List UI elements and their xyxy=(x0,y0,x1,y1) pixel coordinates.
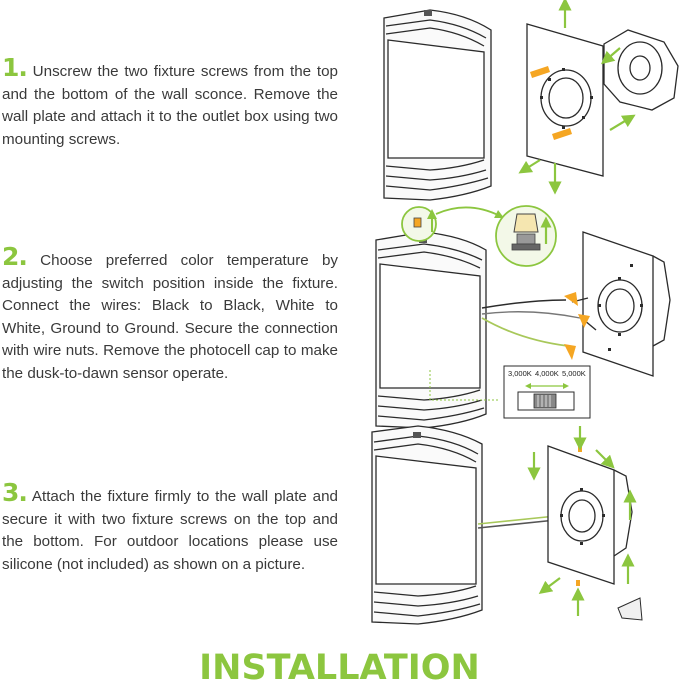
step-3: 3. Attach the fixture firmly to the wall… xyxy=(2,480,338,576)
switch-label-5000k: 5,000K xyxy=(562,369,586,378)
step-2-wall-plate-icon xyxy=(582,231,671,377)
step-3-text: Attach the fixture firmly to the wall pl… xyxy=(2,488,338,573)
wires-icon xyxy=(481,297,597,347)
step-2-number: 2. xyxy=(2,242,28,271)
step-1-arrow-icons xyxy=(518,0,636,195)
step-1-wall-plate-icon xyxy=(526,23,604,177)
page-title: INSTALLATION xyxy=(199,648,480,688)
step-3-wall-plate-icon xyxy=(547,445,633,585)
switch-label-3000k: 3,000K xyxy=(508,369,532,378)
step-3-number: 3. xyxy=(2,478,28,507)
step-3-arrow-icons xyxy=(527,426,637,616)
color-switch-icon: 3,000K 4,000K 5,000K xyxy=(503,365,591,419)
step-1-text: Unscrew the two fixture screws from the … xyxy=(2,63,338,148)
step-1-screw-icons xyxy=(530,66,572,140)
photocell-zoom-small xyxy=(401,206,437,242)
step-3-sconce-icon xyxy=(371,425,483,625)
switch-label-4000k: 4,000K xyxy=(535,369,559,378)
photocell-zoom-arrow xyxy=(435,206,505,219)
wire-nut-icons xyxy=(564,292,590,360)
outlet-box-icon xyxy=(603,29,679,111)
step-1: 1. Unscrew the two fixture screws from t… xyxy=(2,55,338,151)
step-1-number: 1. xyxy=(2,53,28,82)
step-3-wires-icon xyxy=(477,515,557,529)
step-2-text: Choose preferred color temperature by ad… xyxy=(2,252,338,382)
step-2-sconce-icon xyxy=(375,231,487,429)
installation-diagram: 3,000K 4,000K 5,000K xyxy=(371,0,679,625)
step-1-sconce-icon xyxy=(383,9,492,201)
photocell-cap-icon xyxy=(495,205,557,267)
step-2: 2. Choose preferred color temperature by… xyxy=(2,244,338,386)
silicone-tube-icon xyxy=(617,597,643,621)
switch-pointer-line xyxy=(429,370,498,401)
